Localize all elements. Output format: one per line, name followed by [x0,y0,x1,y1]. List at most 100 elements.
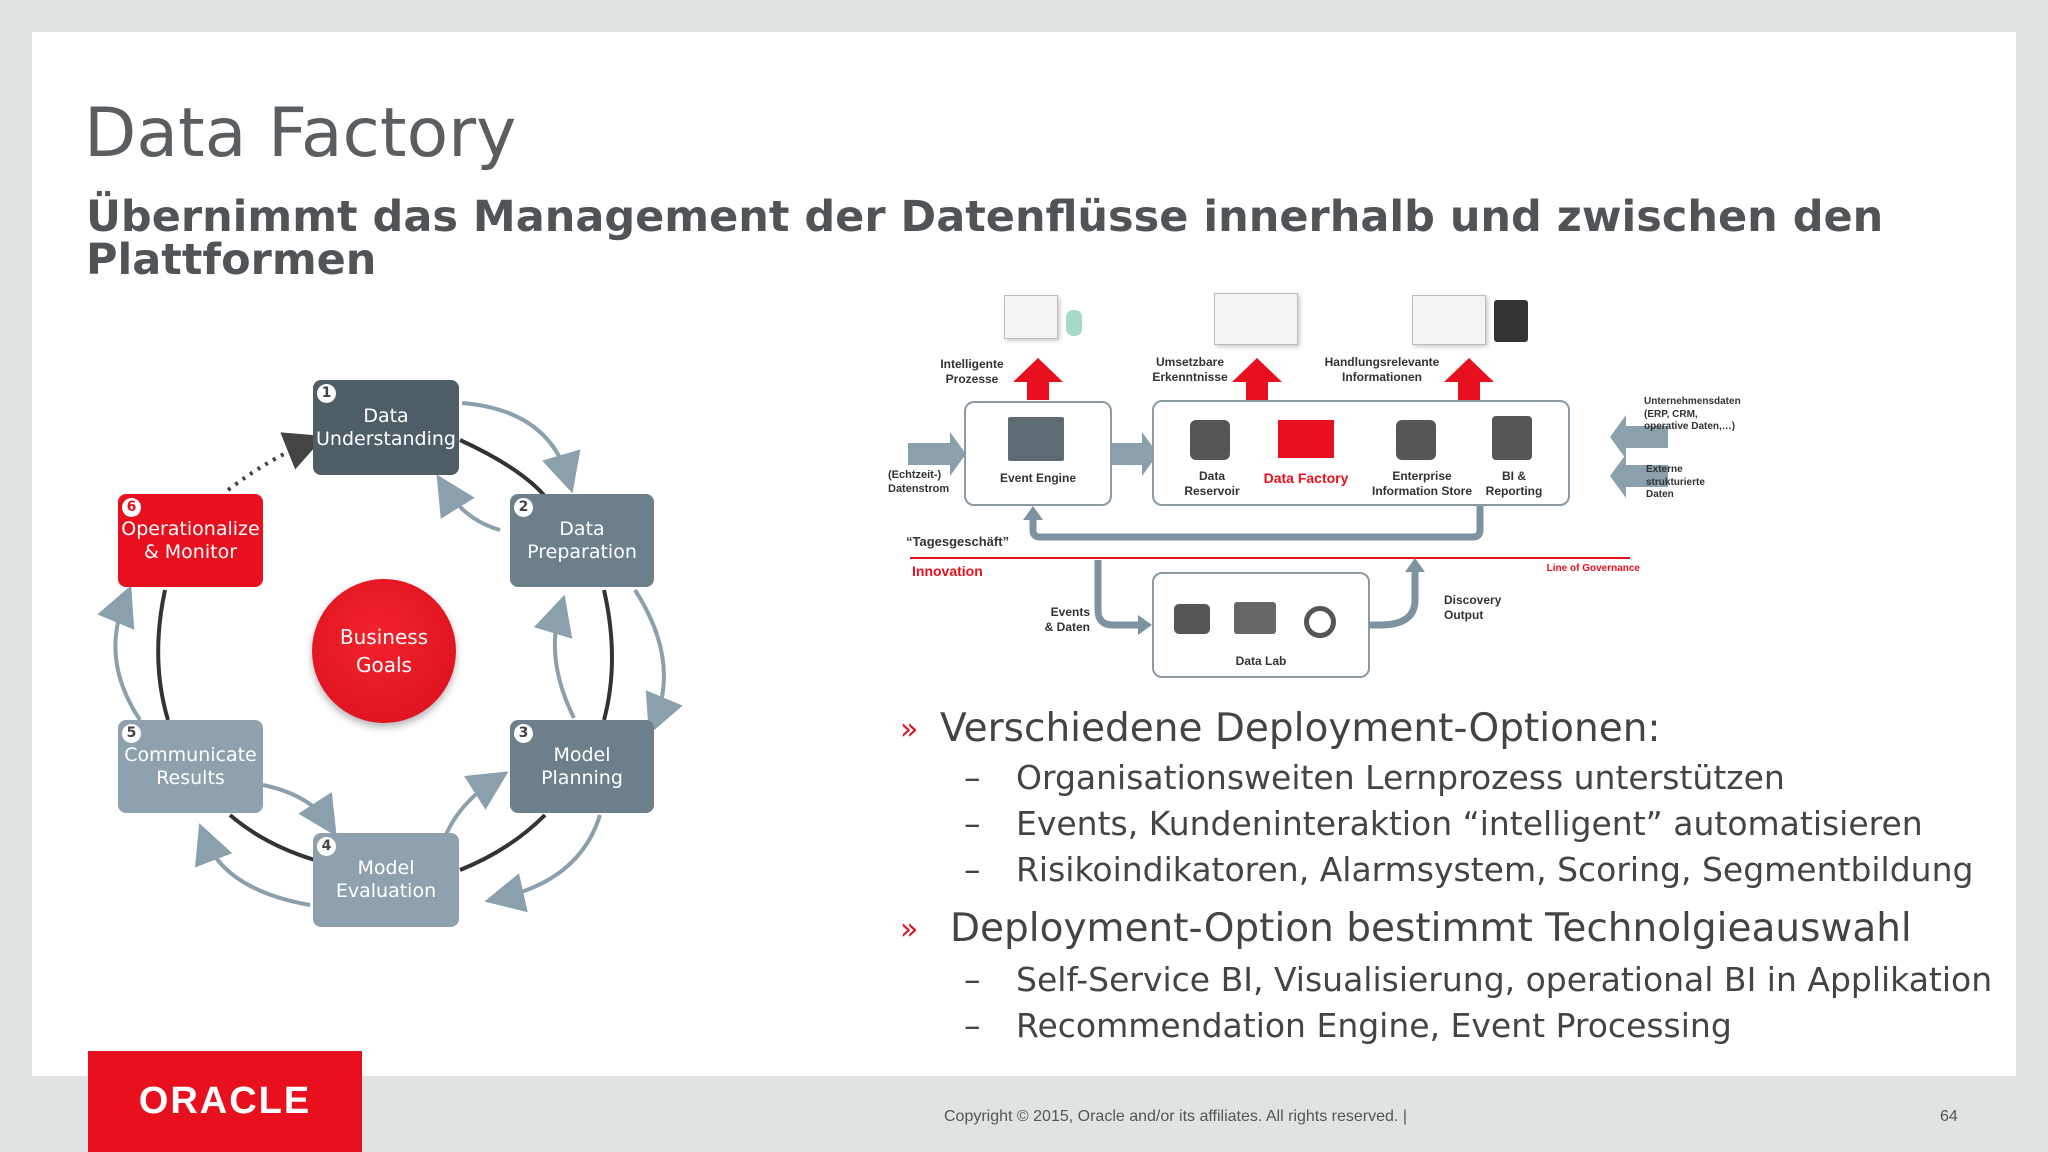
label-event-engine: Event Engine [999,471,1076,485]
lab-in-flow [1094,560,1140,629]
database-icon [1190,420,1230,460]
label-innovation: Innovation [912,563,983,579]
step-number: 2 [514,498,533,517]
label-tagesgeschaeft: “Tagesgeschäft” [906,534,1010,549]
step-number: 5 [122,724,141,743]
step-number: 6 [122,498,141,517]
return-loop [1029,506,1484,541]
ring-segment [602,589,614,721]
label-events-daten: Events& Daten [1044,605,1090,634]
sensor-icon [1066,310,1082,336]
input-arrow [1610,415,1668,459]
step-number: 4 [317,837,336,856]
step-label: Evaluation [335,880,437,902]
cycle-arrow [194,823,311,907]
oracle-logo: ORACLE [88,1051,362,1152]
step-label: Model [357,857,415,880]
step-label: Results [156,766,225,789]
step-label: Data [363,404,409,427]
step-label: Model [553,743,611,766]
architecture-connectors [908,358,1668,635]
dashboard-screen-icon [1214,293,1298,345]
process-screen-icon [1004,295,1058,339]
ring-segment [156,589,170,721]
bullet-text: Deployment-Option bestimmt Technolgieaus… [950,906,1912,951]
step-label: & Monitor [143,540,238,563]
database-icon [1174,604,1210,634]
event-engine-box: Event Engine [964,401,1112,506]
step-label: Communicate [124,743,257,766]
cycle-arrow [436,474,501,532]
report-screen-icon [1412,295,1486,345]
slide-subtitle: Übernimmt das Management der Datenflüsse… [86,192,1884,285]
cycle-arrow [633,588,683,735]
step-label: Data [559,517,605,540]
cycle-dotted-arrow [226,432,325,492]
lab-icon [1234,602,1276,634]
step-number: 3 [514,724,533,743]
step-number: 1 [317,384,336,403]
sub-bullet: –Self-Service BI, Visualisierung, operat… [964,960,1993,999]
bullet-marker: » [900,912,919,947]
goal-label: Goals [356,653,412,677]
cycle-arrow [461,401,581,494]
step-label: Understanding [316,427,456,450]
copyright-text: Copyright © 2015, Oracle and/or its affi… [944,1108,1407,1125]
step-label: Operationalize [121,517,260,540]
slide-title: Data Factory [84,94,517,173]
lab-out-flow [1368,570,1419,629]
mobile-device-icon [1494,300,1528,342]
cycle-arrow [533,594,576,719]
label-data-lab: Data Lab [1235,654,1287,668]
red-up-arrow [1444,358,1494,400]
ring-segment [228,813,316,862]
sub-bullet: –Organisationsweiten Lernprozess unterst… [964,758,1785,797]
step-label: Planning [541,766,623,789]
input-arrow [908,432,966,476]
label-unternehmensdaten: Unternehmensdaten(ERP, CRM,operative Dat… [1644,396,1741,432]
database-icon [1396,420,1436,460]
sub-bullet: –Events, Kundeninteraktion “intelligent”… [964,804,1923,843]
step-operationalize-monitor: 6 Operationalize& Monitor [118,494,263,587]
ring-segment [459,813,547,872]
cycle-arrow [262,783,337,837]
ring-segment [459,438,550,502]
label-bi-reporting: BI &Reporting [1485,469,1543,498]
analyst-icon [1492,416,1532,460]
input-arrow [1610,454,1668,498]
bullet-marker: » [900,712,919,747]
goal-label: Business [339,625,429,649]
cycle-arrow [97,585,142,722]
network-icon [1008,417,1064,461]
red-up-arrow [1013,358,1063,400]
cycle-connectors [97,401,683,913]
label-line-of-governance: Line of Governance [1546,563,1640,574]
magnifier-icon [1304,606,1336,638]
flow-arrow [1108,432,1158,476]
bullet-text: Verschiedene Deployment-Optionen: [940,706,1661,751]
sub-bullet: –Risikoindikatoren, Alarmsystem, Scoring… [964,850,1974,889]
factory-icon [1278,420,1334,458]
label-echtzeit-datenstrom: (Echtzeit-)Datenstrom [888,469,950,495]
step-label: Preparation [527,540,637,563]
sub-bullet: –Recommendation Engine, Event Processing [964,1006,1732,1045]
label-data-factory: Data Factory [1263,470,1349,486]
page-number: 64 [1940,1108,1958,1125]
data-lab-box: Data Lab [1152,572,1370,678]
red-up-arrow [1232,358,1282,400]
cycle-arrow [484,814,602,913]
